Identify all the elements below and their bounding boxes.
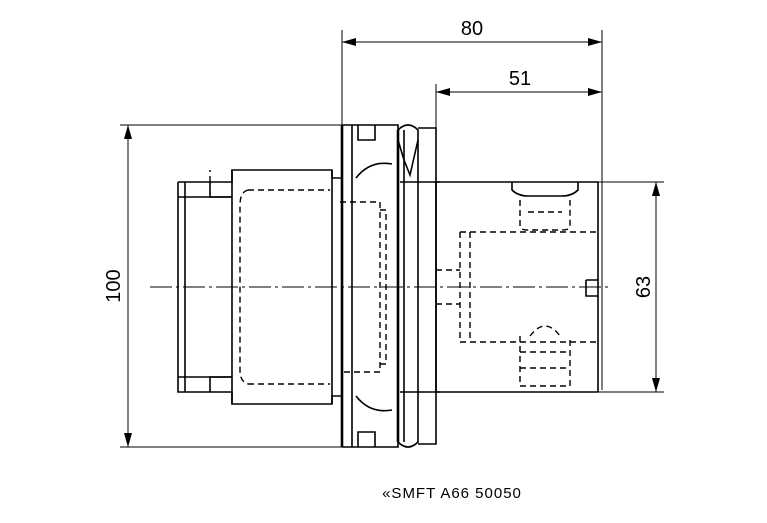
dim-label-left-diameter: 100	[103, 269, 125, 302]
dim-label-right-diameter: 63	[633, 276, 655, 298]
left-hidden-cavity	[209, 170, 387, 385]
dim-label-overall-length: 80	[461, 18, 483, 40]
dim-label-shank-length: 51	[509, 68, 531, 90]
dim-shank-length: 51	[435, 68, 602, 128]
flange	[340, 124, 440, 448]
dim-left-diameter: 100	[103, 124, 342, 448]
dim-right-diameter: 63	[598, 181, 664, 393]
part-caption: «SMFT A66 50050	[382, 485, 522, 502]
dim-overall-length: 80	[341, 18, 603, 390]
right-shank	[435, 181, 599, 393]
